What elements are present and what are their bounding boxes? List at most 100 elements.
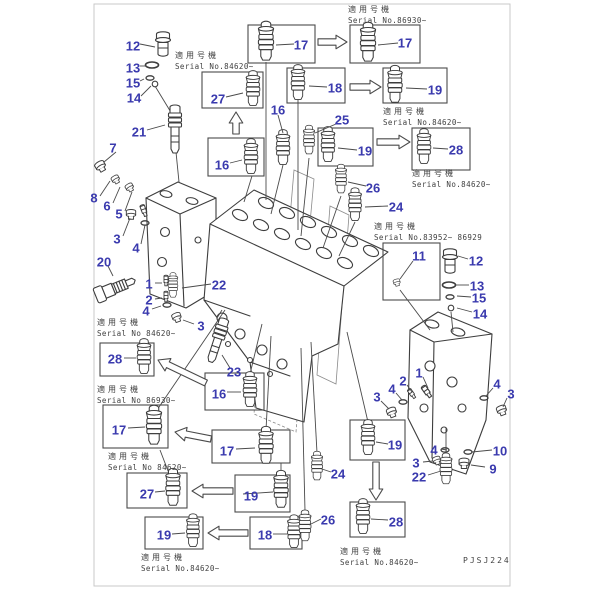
part-icon-plug: [110, 173, 122, 186]
leader-line: [225, 92, 244, 98]
variant-box: [204, 372, 265, 411]
part-number-label: 26: [321, 513, 335, 528]
leader-line: [171, 532, 186, 535]
leader-line: [432, 147, 449, 150]
leader-line: [146, 124, 166, 131]
leader-line: [422, 460, 434, 463]
serial-note-jp: 適用号機: [141, 552, 185, 562]
connector-line: [399, 289, 431, 331]
serial-note-text: Serial No 84620~: [97, 329, 176, 338]
flow-arrow: [228, 111, 244, 135]
part-icon-smallring: [445, 294, 455, 300]
part-number-label: 14: [473, 307, 488, 322]
leader-line: [140, 85, 152, 97]
leader-line: [377, 42, 399, 46]
variant-box: [382, 67, 448, 104]
leader-line: [229, 159, 243, 164]
part-number-label: 22: [412, 470, 426, 485]
part-icon-relief: [92, 272, 139, 304]
leader-line: [151, 305, 162, 310]
leader-line: [124, 191, 133, 212]
connector-line: [243, 175, 253, 203]
part-icon-cartridge: [136, 338, 152, 374]
variant-box: [102, 404, 169, 449]
part-icon-cartridge: [359, 21, 377, 62]
leader-line: [308, 518, 322, 526]
connector-line: [175, 151, 180, 183]
part-number-label: 16: [215, 158, 229, 173]
connector-line: [265, 335, 272, 431]
serial-note-text: Serial No.86930~: [348, 16, 427, 25]
part-number-label: 9: [489, 462, 496, 477]
part-number-label: 4: [493, 377, 501, 392]
part-number-label: 19: [157, 528, 171, 543]
part-number-label: 27: [140, 487, 154, 502]
leader-line: [107, 265, 114, 277]
serial-note-jp: 適用号機: [175, 50, 219, 60]
variant-box: [247, 24, 316, 64]
leader-line: [406, 384, 413, 393]
part-icon-spool: [204, 316, 232, 365]
part-icon-smallring: [398, 399, 408, 405]
serial-note-jp: 適用号機: [340, 546, 384, 556]
part-icon-plug: [392, 278, 402, 288]
serial-note-text: Serial No 86930~: [97, 396, 176, 405]
leader-line: [277, 114, 284, 134]
flow-arrow: [191, 483, 234, 499]
flow-arrow: [368, 461, 384, 501]
leader-line: [375, 441, 389, 445]
leader-line: [182, 319, 195, 325]
leader-line: [154, 297, 163, 300]
part-icon-cartridge: [416, 128, 432, 164]
part-icon-pin: [163, 274, 169, 287]
serial-note-jp: 適用号機: [97, 384, 141, 394]
leader-line: [395, 392, 403, 401]
flow-arrow: [349, 79, 382, 95]
part-icon-oring: [441, 281, 457, 289]
part-icon-cartridge: [287, 514, 301, 549]
variant-box: [207, 137, 265, 177]
flow-arrow: [207, 525, 249, 541]
part-number-label: 19: [358, 144, 372, 159]
part-icon-spool: [167, 104, 183, 154]
leader-line: [122, 217, 131, 237]
connector-line: [156, 309, 226, 411]
part-number-label: 5: [115, 207, 122, 222]
part-number-label: 20: [97, 255, 111, 270]
part-number-label: 24: [331, 467, 346, 482]
part-number-label: 1: [145, 277, 152, 292]
part-number-label: 17: [398, 36, 412, 51]
part-number-label: 8: [90, 191, 97, 206]
leader-line: [139, 78, 145, 82]
part-icon-plug: [170, 311, 183, 324]
part-icon-cartridge: [273, 469, 289, 508]
part-number-label: 28: [449, 143, 463, 158]
leader-line: [221, 354, 231, 369]
variant-box: [349, 419, 406, 461]
leader-line: [140, 224, 146, 245]
leader-line: [112, 186, 121, 204]
serial-note-text: Serial No.84620~: [141, 564, 220, 573]
leader-line: [502, 397, 508, 408]
part-icon-ball: [151, 80, 159, 88]
connector-line: [338, 221, 356, 257]
leader-line: [321, 468, 332, 473]
connector-line: [300, 347, 306, 512]
valve-block-right: [407, 311, 493, 475]
part-number-label: 12: [126, 39, 140, 54]
leader-line: [471, 449, 493, 453]
serial-note-jp: 適用号機: [374, 221, 418, 231]
variant-box: [349, 501, 406, 538]
part-icon-cartridge: [165, 467, 181, 506]
leader-line: [457, 255, 469, 260]
leader-line: [380, 400, 390, 410]
part-icon-plug: [124, 181, 136, 194]
part-icon-cartridge: [275, 129, 291, 165]
part-icon-cartridge: [290, 64, 306, 100]
variant-box: [144, 516, 204, 550]
part-icon-cartridge: [320, 126, 336, 162]
part-icon-plug: [93, 158, 109, 174]
part-icon-capplug: [154, 31, 172, 57]
part-number-label: 1: [415, 366, 422, 381]
serial-note-jp: 適用号機: [348, 4, 392, 14]
